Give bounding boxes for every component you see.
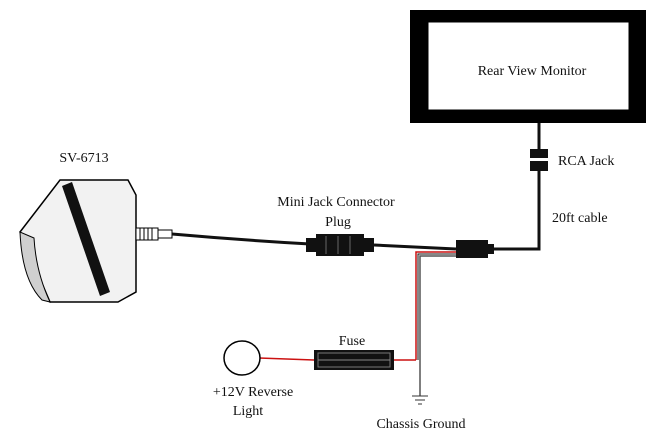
- reverse-light-label-line1: +12V Reverse: [213, 385, 293, 400]
- camera-cable: [171, 232, 311, 246]
- chassis-ground-icon: Chassis Ground: [376, 395, 466, 432]
- extension-cable-segment: [373, 243, 457, 251]
- camera-label: SV-6713: [59, 151, 108, 166]
- rear-view-monitor: Rear View Monitor: [410, 10, 646, 123]
- monitor-cable: [494, 170, 541, 251]
- monitor-screen: [427, 21, 630, 111]
- mini-jack-label-line2: Plug: [325, 215, 351, 230]
- junction-connector: [456, 240, 494, 258]
- camera-connector: [135, 227, 159, 241]
- reverse-light: +12V Reverse Light: [213, 340, 293, 419]
- power-lead-black: [417, 253, 456, 360]
- camera-body: [19, 179, 137, 303]
- monitor-label: Rear View Monitor: [478, 64, 587, 79]
- camera-lens-face: [19, 231, 51, 303]
- camera-band: [62, 182, 110, 296]
- rca-jack-label: RCA Jack: [558, 154, 614, 169]
- ground-lead: [419, 255, 456, 396]
- ground-label: Chassis Ground: [376, 417, 465, 432]
- reverse-light-bulb: [223, 340, 261, 376]
- cable-label: 20ft cable: [552, 211, 608, 226]
- mini-jack-connector: Mini Jack Connector Plug: [277, 195, 395, 256]
- mini-jack-label-line1: Mini Jack Connector: [277, 195, 395, 210]
- reverse-light-label-line2: Light: [233, 404, 263, 419]
- rca-jack: RCA Jack: [530, 149, 614, 171]
- power-lead-red: [415, 251, 456, 360]
- fuse: Fuse: [314, 334, 394, 370]
- camera-sv6713: SV-6713: [19, 151, 173, 303]
- light-to-fuse-lead: [258, 357, 315, 361]
- fuse-label: Fuse: [339, 334, 365, 349]
